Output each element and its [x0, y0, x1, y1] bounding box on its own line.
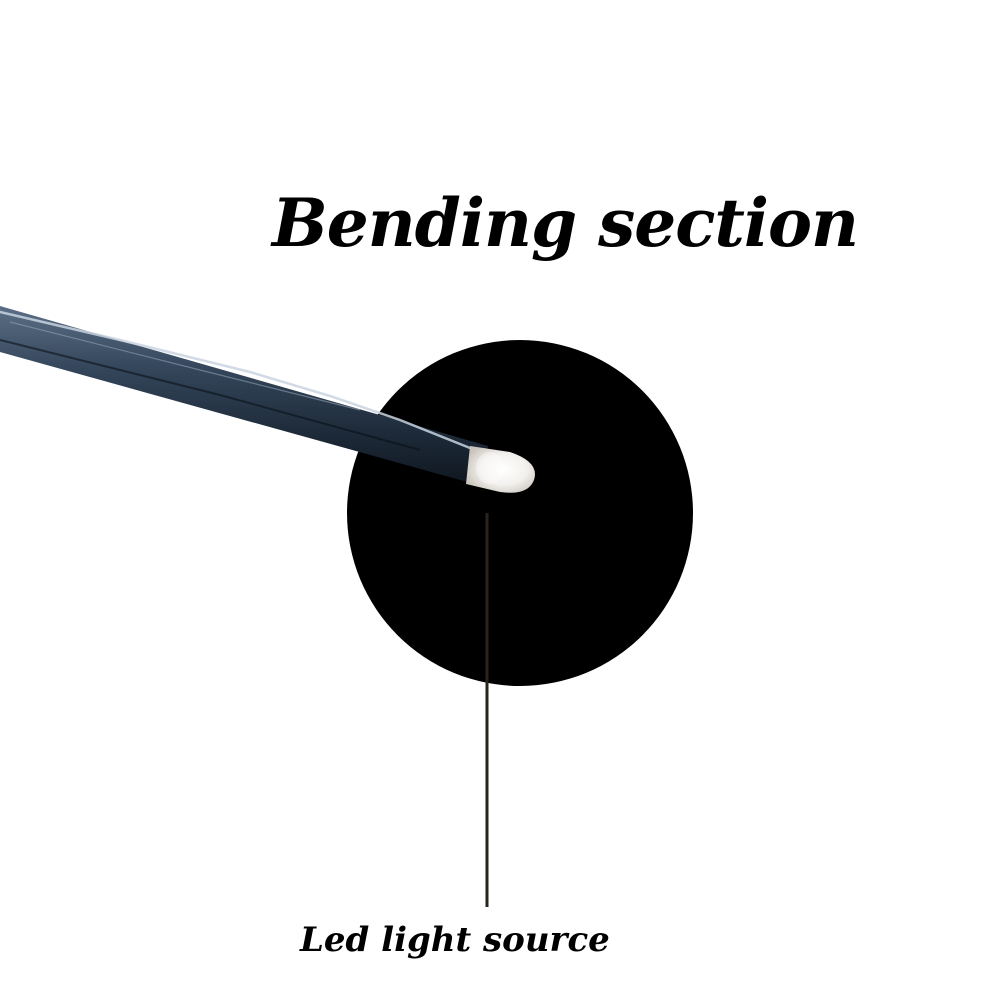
black-disc	[347, 340, 693, 686]
led-caption: Led light source	[300, 920, 610, 960]
led-tip-glow	[466, 446, 535, 493]
endoscope-tube-icon	[0, 306, 488, 485]
headline-title: Bending section	[272, 184, 859, 262]
